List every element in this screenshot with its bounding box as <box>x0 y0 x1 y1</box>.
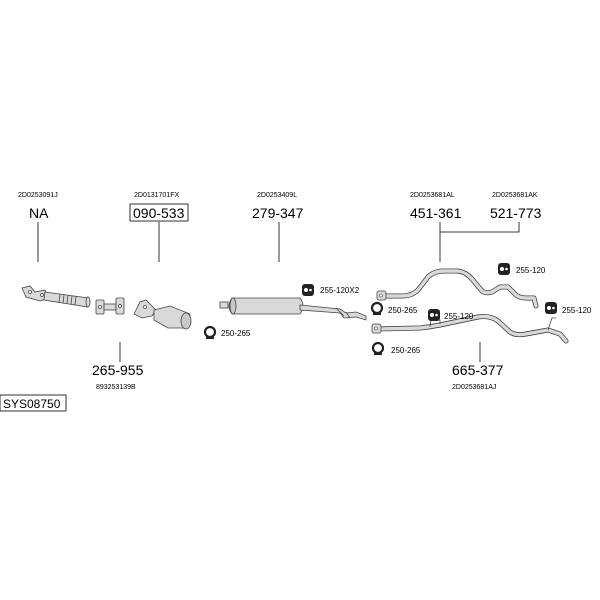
part-ref-279-347: 2D0253409L <box>257 192 297 199</box>
clamp-label: 250-265 <box>388 306 418 315</box>
part-ref-265-955: 893253139B <box>96 384 136 391</box>
connector-part[interactable] <box>95 297 125 315</box>
part-number-box <box>129 203 189 222</box>
clamp-label: 250-265 <box>221 329 251 338</box>
clamp-label: 250-265 <box>391 346 421 355</box>
clamp-label: 255-120X2 <box>320 286 360 295</box>
clamp-ring-icon <box>370 301 384 315</box>
part-number-451-361[interactable]: 451-361 <box>410 205 462 221</box>
part-ref-na: 2D0253091J <box>18 192 58 199</box>
part-number-na[interactable]: NA <box>29 205 49 221</box>
clamp-ring-icon <box>371 341 385 355</box>
part-number-090-533[interactable]: 090-533 <box>133 205 185 221</box>
part-number-279-347[interactable]: 279-347 <box>252 205 304 221</box>
part-ref-521-773: 2D0253681AK <box>492 192 538 199</box>
system-code-box <box>0 394 67 412</box>
clamp-label: 255-120 <box>444 312 474 321</box>
catalytic-converter-part[interactable] <box>133 299 192 330</box>
part-ref-090-533: 2D0131701FX <box>134 192 179 199</box>
clamp-label: 255-120 <box>516 266 546 275</box>
part-number-265-955[interactable]: 265-955 <box>92 362 144 378</box>
clamp-ring-icon <box>203 325 217 339</box>
rear-pipe-upper-part[interactable] <box>376 268 539 309</box>
hanger-icon <box>545 302 557 314</box>
part-number-665-377[interactable]: 665-377 <box>452 362 504 378</box>
hanger-icon <box>428 309 440 321</box>
system-code: SYS08750 <box>3 397 61 411</box>
part-ref-451-361: 2D0253681AL <box>410 192 455 199</box>
leader-lines <box>37 222 520 362</box>
rear-pipe-lower-part[interactable] <box>371 314 569 344</box>
hanger-icon <box>302 284 314 296</box>
part-ref-665-377: 2D0253681AJ <box>452 384 496 391</box>
clamp-label: 255-120 <box>562 306 592 315</box>
hanger-icon <box>498 263 510 275</box>
middle-silencer-part[interactable] <box>219 297 367 321</box>
front-pipe-flex-part[interactable] <box>21 285 91 308</box>
part-number-521-773[interactable]: 521-773 <box>490 205 542 221</box>
